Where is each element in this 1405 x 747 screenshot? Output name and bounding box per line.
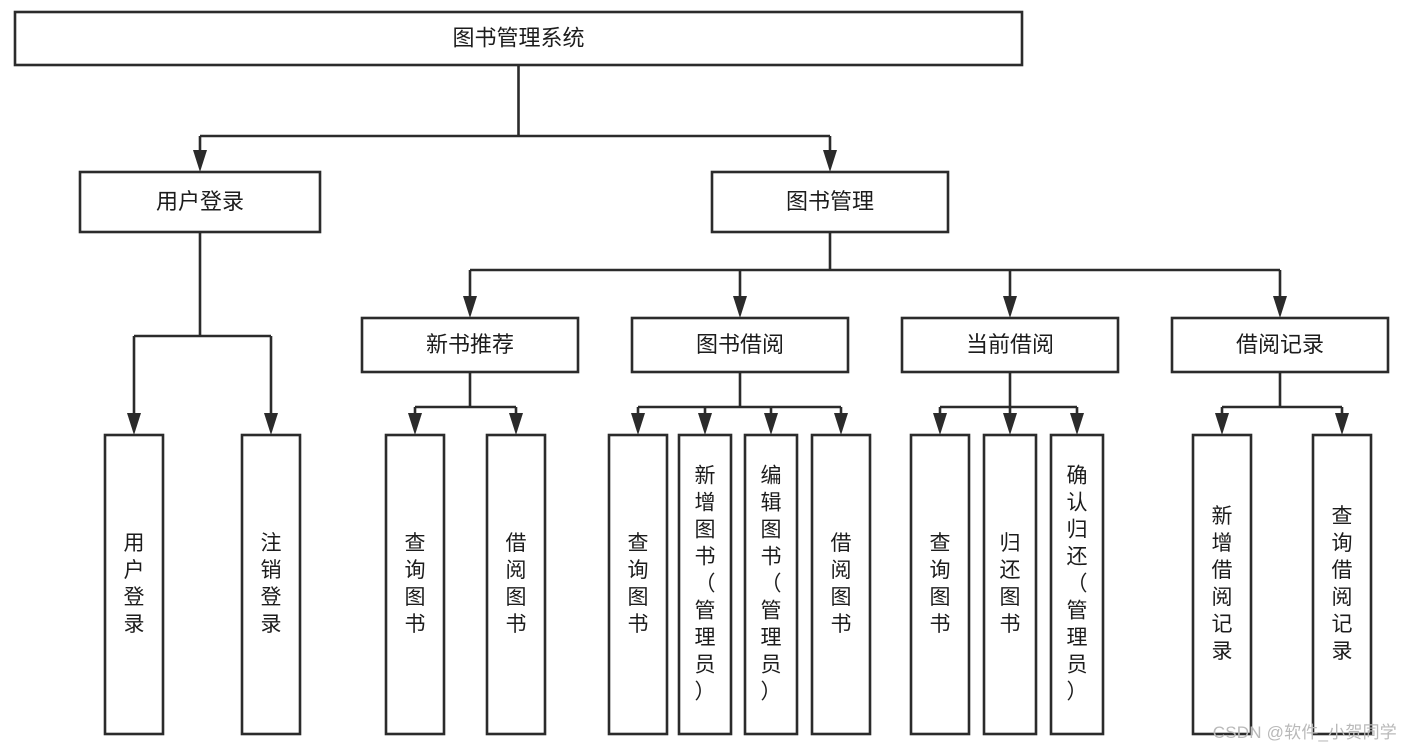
node-box-leaf-borrow-book-recommend[interactable] bbox=[485, 433, 547, 736]
node-book-borrow[interactable]: 图书借阅 bbox=[630, 316, 850, 374]
connector-group-book-borrow-to-leaves bbox=[631, 372, 848, 435]
arrow-head-icon bbox=[733, 296, 747, 318]
node-box-book-management[interactable] bbox=[710, 170, 950, 234]
node-new-book-recommend[interactable]: 新书推荐 bbox=[360, 316, 580, 374]
node-leaf-query-book-borrow[interactable]: 查询图书 bbox=[607, 433, 669, 736]
arrow-head-icon bbox=[823, 150, 837, 172]
node-leaf-borrow-book[interactable]: 借阅图书 bbox=[810, 433, 872, 736]
node-box-leaf-query-book-recommend[interactable] bbox=[384, 433, 446, 736]
node-box-leaf-add-borrow-record[interactable] bbox=[1191, 433, 1253, 736]
node-box-leaf-user-logout[interactable] bbox=[240, 433, 302, 736]
connector-group-user-login-to-leaves bbox=[127, 232, 278, 435]
node-label-user-login: 用户登录 bbox=[156, 189, 244, 214]
node-box-book-borrow[interactable] bbox=[630, 316, 850, 374]
node-label-leaf-confirm-return: 确认归还（管理员） bbox=[1067, 464, 1088, 703]
node-box-leaf-add-book[interactable] bbox=[677, 433, 733, 736]
node-label-leaf-query-borrow-record: 查询借阅记录 bbox=[1332, 505, 1353, 663]
node-label-book-management: 图书管理 bbox=[786, 189, 874, 214]
node-leaf-add-borrow-record[interactable]: 新增借阅记录 bbox=[1191, 433, 1253, 736]
node-label-root: 图书管理系统 bbox=[452, 25, 584, 50]
node-leaf-user-logout[interactable]: 注销登录 bbox=[240, 433, 302, 736]
arrow-head-icon bbox=[764, 413, 778, 435]
node-label-book-borrow: 图书借阅 bbox=[696, 332, 784, 357]
node-box-root[interactable] bbox=[13, 10, 1024, 67]
arrow-head-icon bbox=[408, 413, 422, 435]
node-box-leaf-confirm-return[interactable] bbox=[1049, 433, 1105, 736]
node-user-login[interactable]: 用户登录 bbox=[78, 170, 322, 234]
node-label-leaf-edit-book: 编辑图书（管理员） bbox=[761, 464, 782, 703]
node-box-leaf-query-borrow-record[interactable] bbox=[1311, 433, 1373, 736]
node-borrow-record[interactable]: 借阅记录 bbox=[1170, 316, 1390, 374]
arrow-head-icon bbox=[1215, 413, 1229, 435]
connector-group-current-borrow-to-leaves bbox=[933, 372, 1084, 435]
arrow-head-icon bbox=[509, 413, 523, 435]
node-box-leaf-borrow-book[interactable] bbox=[810, 433, 872, 736]
node-box-leaf-user-login[interactable] bbox=[103, 433, 165, 736]
arrow-head-icon bbox=[1003, 413, 1017, 435]
node-box-leaf-query-book-current[interactable] bbox=[909, 433, 971, 736]
node-leaf-confirm-return[interactable]: 确认归还（管理员） bbox=[1049, 433, 1105, 736]
node-box-current-borrow[interactable] bbox=[900, 316, 1120, 374]
node-box-borrow-record[interactable] bbox=[1170, 316, 1390, 374]
node-label-leaf-add-borrow-record: 新增借阅记录 bbox=[1212, 505, 1233, 663]
node-label-leaf-query-book-borrow: 查询图书 bbox=[628, 532, 649, 636]
arrow-head-icon bbox=[463, 296, 477, 318]
node-leaf-borrow-book-recommend[interactable]: 借阅图书 bbox=[485, 433, 547, 736]
node-book-management[interactable]: 图书管理 bbox=[710, 170, 950, 234]
arrow-head-icon bbox=[1070, 413, 1084, 435]
node-label-leaf-add-book: 新增图书（管理员） bbox=[695, 464, 716, 703]
node-label-current-borrow: 当前借阅 bbox=[966, 332, 1054, 357]
arrow-head-icon bbox=[1003, 296, 1017, 318]
arrow-head-icon bbox=[834, 413, 848, 435]
arrow-head-icon bbox=[933, 413, 947, 435]
arrow-head-icon bbox=[698, 413, 712, 435]
node-root[interactable]: 图书管理系统 bbox=[13, 10, 1024, 67]
connector-group-root-to-level2 bbox=[193, 65, 837, 172]
arrow-head-icon bbox=[127, 413, 141, 435]
node-label-new-book-recommend: 新书推荐 bbox=[426, 332, 514, 357]
node-label-leaf-borrow-book: 借阅图书 bbox=[831, 532, 852, 636]
arrow-head-icon bbox=[193, 150, 207, 172]
node-label-leaf-user-login: 用户登录 bbox=[124, 532, 145, 636]
node-box-leaf-return-book[interactable] bbox=[982, 433, 1038, 736]
arrow-head-icon bbox=[631, 413, 645, 435]
node-label-leaf-query-book-current: 查询图书 bbox=[930, 532, 951, 636]
connector-group-new-book-recommend-to-leaves bbox=[408, 372, 523, 435]
node-current-borrow[interactable]: 当前借阅 bbox=[900, 316, 1120, 374]
connector-group-book-management-to-level3 bbox=[463, 232, 1287, 318]
node-box-leaf-edit-book[interactable] bbox=[743, 433, 799, 736]
arrow-head-icon bbox=[264, 413, 278, 435]
node-label-leaf-return-book: 归还图书 bbox=[1000, 532, 1021, 636]
node-leaf-user-login[interactable]: 用户登录 bbox=[103, 433, 165, 736]
arrow-head-icon bbox=[1273, 296, 1287, 318]
node-leaf-query-book-recommend[interactable]: 查询图书 bbox=[384, 433, 446, 736]
node-leaf-edit-book[interactable]: 编辑图书（管理员） bbox=[743, 433, 799, 736]
connector-group-borrow-record-to-leaves bbox=[1215, 372, 1349, 435]
node-leaf-query-borrow-record[interactable]: 查询借阅记录 bbox=[1311, 433, 1373, 736]
node-leaf-return-book[interactable]: 归还图书 bbox=[982, 433, 1038, 736]
node-label-borrow-record: 借阅记录 bbox=[1236, 332, 1324, 357]
node-box-user-login[interactable] bbox=[78, 170, 322, 234]
node-box-leaf-query-book-borrow[interactable] bbox=[607, 433, 669, 736]
node-box-new-book-recommend[interactable] bbox=[360, 316, 580, 374]
connector-layer bbox=[127, 65, 1349, 435]
node-label-leaf-user-logout: 注销登录 bbox=[261, 532, 282, 636]
node-leaf-query-book-current[interactable]: 查询图书 bbox=[909, 433, 971, 736]
node-leaf-add-book[interactable]: 新增图书（管理员） bbox=[677, 433, 733, 736]
node-label-leaf-borrow-book-recommend: 借阅图书 bbox=[506, 532, 527, 636]
node-label-leaf-query-book-recommend: 查询图书 bbox=[405, 532, 426, 636]
arrow-head-icon bbox=[1335, 413, 1349, 435]
